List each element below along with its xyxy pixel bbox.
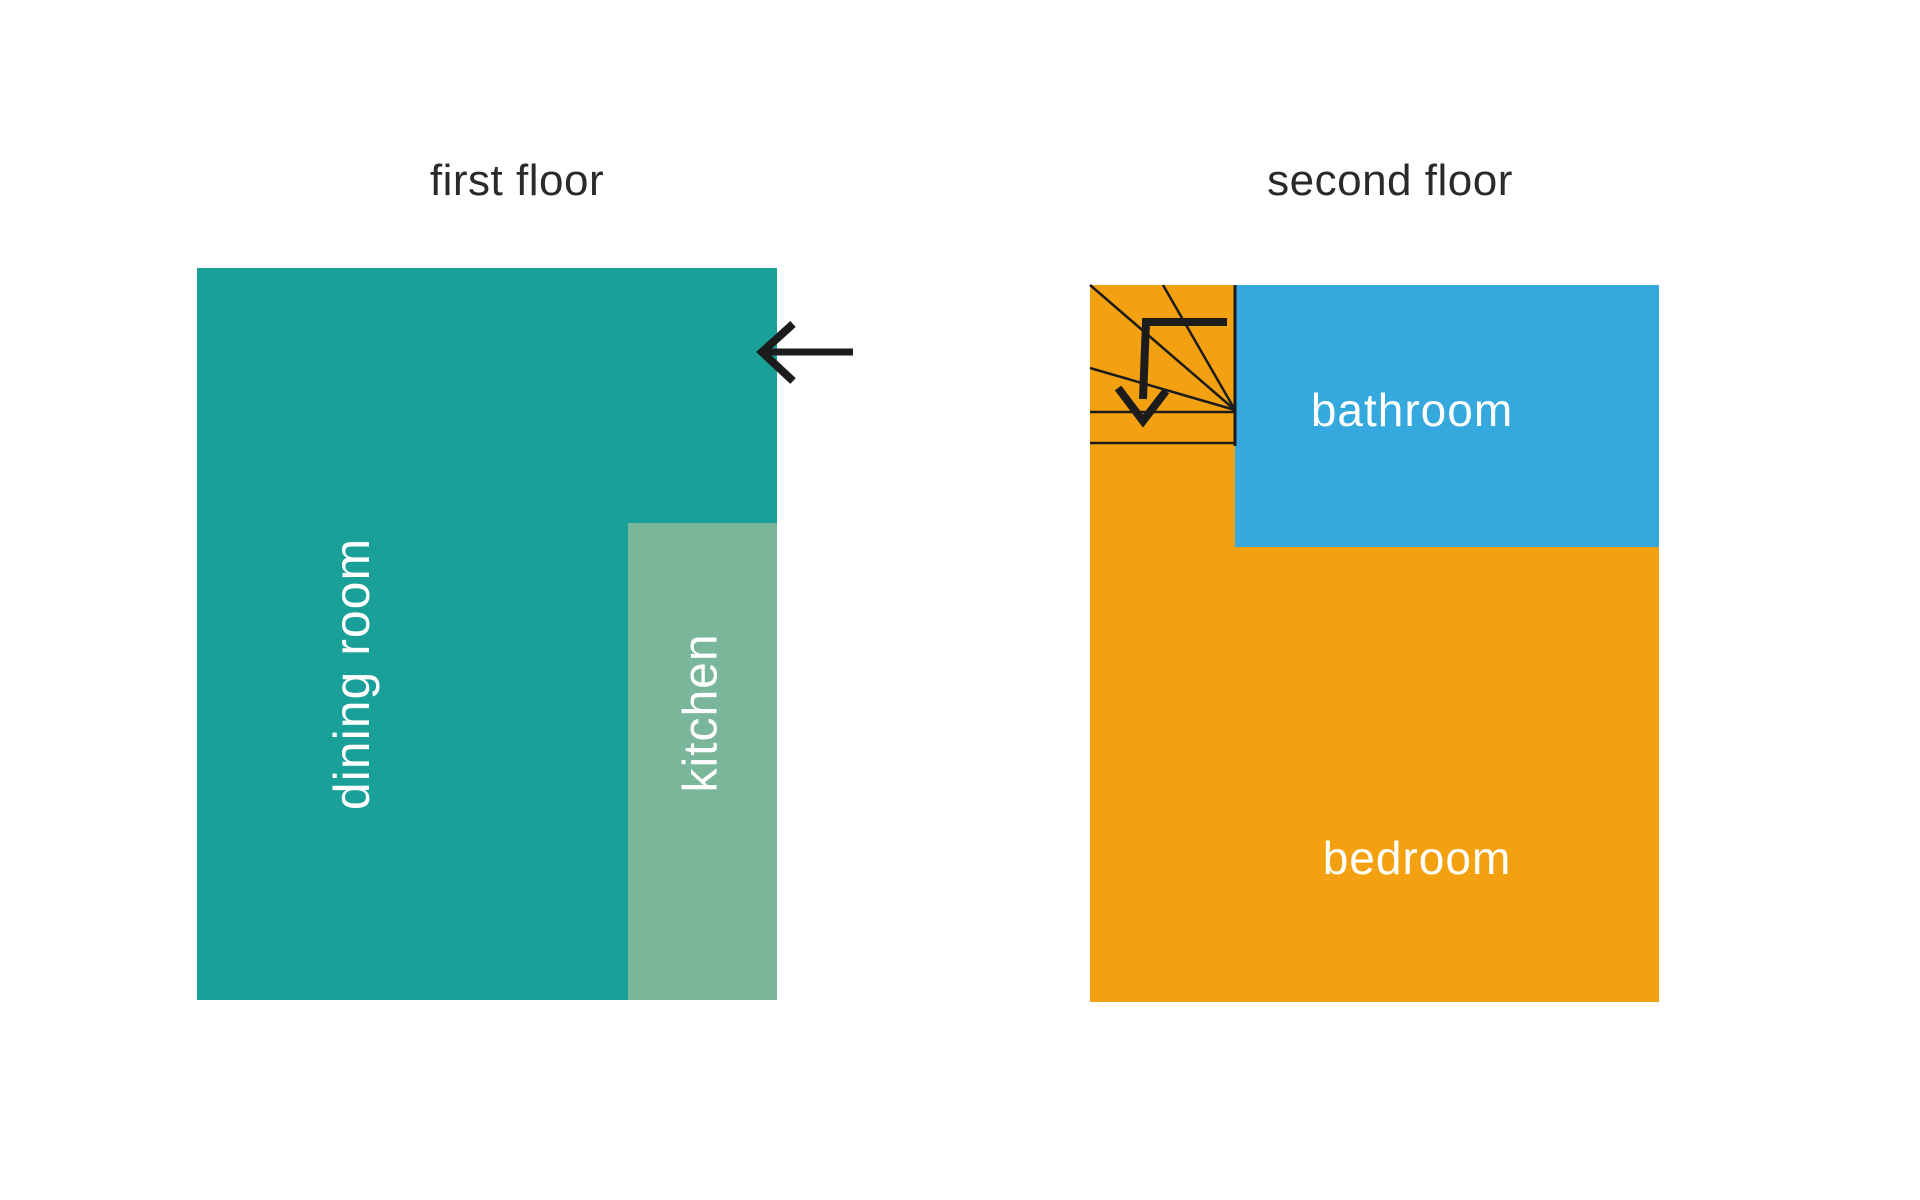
second-floor-title: second floor	[1267, 156, 1513, 205]
first-floor-title: first floor	[429, 156, 605, 205]
kitchen-room: kitchen	[628, 523, 777, 1000]
kitchen-label: kitchen	[674, 633, 728, 793]
bedroom-label: bedroom	[1322, 832, 1512, 884]
bathroom-label: bathroom	[1310, 384, 1514, 436]
bathroom-room: bathroom	[1235, 285, 1659, 547]
dining-room-label: dining room	[324, 537, 380, 811]
